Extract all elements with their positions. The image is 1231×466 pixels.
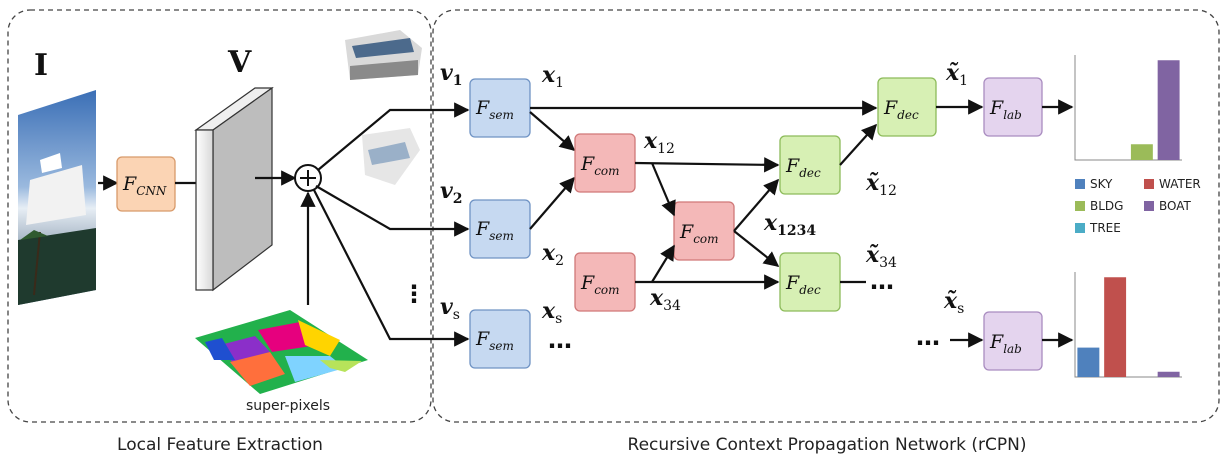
- svg-text:Fdec: Fdec: [785, 272, 821, 297]
- com-node-1234: Fcom: [673, 201, 735, 261]
- label-xts: x̃s: [943, 288, 964, 317]
- lab-node-1: Flab: [983, 77, 1043, 137]
- label-x1: x1: [541, 62, 564, 91]
- cnn-node: FCNN: [116, 156, 176, 212]
- label-xt1: x̃1: [945, 60, 968, 89]
- label-xs: xs: [541, 298, 562, 327]
- label-x1234: x1234: [763, 210, 816, 239]
- caption-rcpn: Recursive Context Propagation Network (r…: [628, 435, 1027, 455]
- legend-swatch-sky: [1075, 179, 1085, 189]
- legend-label-bldg: BLDG: [1090, 199, 1123, 213]
- class-distribution-chart-1: [1074, 55, 1182, 161]
- svg-text:Flab: Flab: [989, 97, 1022, 122]
- bar-bldg: [1130, 144, 1153, 160]
- dec-node-12: Fdec: [779, 135, 841, 195]
- label-v1: v1: [440, 60, 463, 89]
- label-xt12: x̃12: [865, 170, 897, 199]
- svg-text:Fcom: Fcom: [580, 272, 620, 297]
- edge-com12-to-dec12: [634, 157, 780, 173]
- legend-label-tree: TREE: [1089, 221, 1121, 235]
- legend-label-water: WATER: [1159, 177, 1201, 191]
- edge-sem2-to-com12: [529, 176, 576, 230]
- edge-com12-to-com1234: [650, 162, 676, 217]
- svg-text:FCNN: FCNN: [122, 173, 167, 198]
- edge-sum-to-sem-2: [315, 185, 470, 237]
- svg-text:Fdec: Fdec: [785, 155, 821, 180]
- bar-sky: [1077, 347, 1100, 377]
- feature-volume: [194, 86, 274, 292]
- edge-dec12-to-dec1: [839, 123, 878, 166]
- label-x12: x12: [643, 128, 675, 157]
- edge-sum-to-sem-s: [313, 189, 470, 347]
- label-xt34: x̃34: [865, 242, 897, 271]
- svg-text:Fsem: Fsem: [475, 97, 514, 122]
- svg-text:Fcom: Fcom: [679, 221, 719, 246]
- legend-label-sky: SKY: [1090, 177, 1113, 191]
- edge-sem1-to-com12: [529, 111, 576, 152]
- edge-com1234-to-dec12: [733, 178, 780, 232]
- superpixels-label: super-pixels: [246, 398, 330, 414]
- caption-local-feature-extraction: Local Feature Extraction: [117, 435, 323, 455]
- dec-node-1: Fdec: [877, 77, 937, 137]
- label-x34: x34: [649, 285, 681, 314]
- label-v2: v2: [440, 178, 463, 207]
- rcpn-region: [432, 9, 1220, 423]
- superpixel-crop-ship-1: [345, 30, 422, 80]
- superpixel-map: [195, 310, 368, 394]
- image-label: I: [34, 48, 48, 83]
- class-legend: SKY WATER BLDG BOAT TREE: [1075, 177, 1201, 235]
- legend-swatch-water: [1144, 179, 1154, 189]
- com-node-34: Fcom: [574, 252, 636, 312]
- legend-swatch-bldg: [1075, 201, 1085, 211]
- svg-text:Fcom: Fcom: [580, 153, 620, 178]
- edge-com34-to-com1234: [651, 244, 675, 283]
- bar-water: [1104, 277, 1127, 377]
- bar-boat: [1157, 371, 1180, 377]
- edge-sum-to-sem-1: [317, 102, 470, 171]
- input-image-photo: [18, 90, 96, 305]
- sem-node-2: Fsem: [469, 199, 531, 259]
- bar-boat: [1157, 60, 1180, 160]
- volume-label: V: [227, 45, 252, 80]
- label-vs: vs: [440, 294, 460, 323]
- local-feature-region: [7, 9, 432, 423]
- svg-text:Fdec: Fdec: [883, 97, 919, 122]
- sum-node: [294, 164, 322, 192]
- superpixel-crop-ship-2: [362, 128, 420, 185]
- label-x2: x2: [541, 240, 564, 269]
- ellipsis-before-lab-s: …: [916, 323, 940, 351]
- edge-com1234-to-dec34: [733, 230, 780, 267]
- class-distribution-chart-2: [1074, 272, 1182, 378]
- legend-label-boat: BOAT: [1159, 199, 1192, 213]
- ellipsis-after-sem-s: …: [548, 326, 572, 354]
- chart-axes: [1074, 272, 1182, 378]
- lab-node-s: Flab: [983, 311, 1043, 371]
- legend-swatch-tree: [1075, 223, 1085, 233]
- sem-node-1: Fsem: [469, 78, 531, 138]
- dec-node-34: Fdec: [779, 252, 841, 312]
- svg-text:Fsem: Fsem: [475, 328, 514, 353]
- com-node-12: Fcom: [574, 133, 636, 193]
- vertical-ellipsis: ⋮: [402, 280, 426, 308]
- sem-node-s: Fsem: [469, 309, 531, 369]
- svg-text:Flab: Flab: [989, 331, 1022, 356]
- svg-text:Fsem: Fsem: [475, 218, 514, 243]
- ellipsis-after-dec34: …: [870, 267, 894, 295]
- legend-swatch-boat: [1144, 201, 1154, 211]
